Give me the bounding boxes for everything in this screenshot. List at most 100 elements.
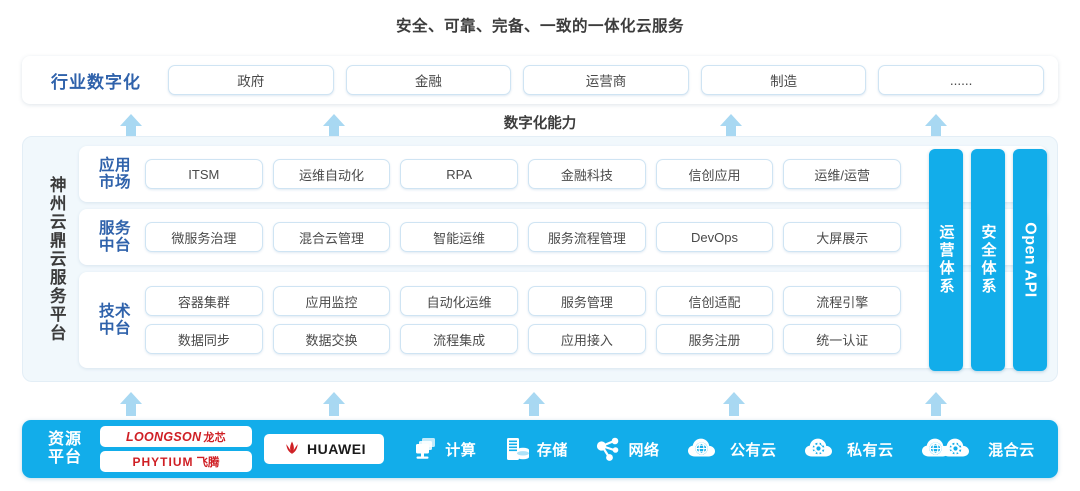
- chip-hybrid-cloud-mgmt[interactable]: 混合云管理: [272, 222, 391, 252]
- loongson-logo-cn: 龙芯: [203, 431, 226, 444]
- vtab-security-system-label: 安全体系: [979, 224, 997, 296]
- layer-service-midend-row: 微服务治理 混合云管理 智能运维 服务流程管理 DevOps 大屏展示: [145, 222, 902, 252]
- resource-items: 计算 存储: [384, 435, 1048, 463]
- chip-data-sync[interactable]: 数据同步: [145, 324, 263, 354]
- low-arrow-2: [321, 390, 347, 416]
- chip-aiops[interactable]: 智能运维: [400, 222, 519, 252]
- low-arrow-4: [721, 390, 747, 416]
- phytium-logo-main: PHYTIUM: [132, 454, 194, 469]
- layer-tech-midend-label: 技术 中台: [89, 303, 141, 338]
- chip-service-mgmt[interactable]: 服务管理: [528, 286, 646, 316]
- chip-itsm[interactable]: ITSM: [145, 159, 263, 189]
- resource-item-public-cloud[interactable]: 公有云: [686, 435, 777, 463]
- huawei-flower-icon: [286, 441, 298, 454]
- layer-tech-midend-row-2: 数据同步 数据交换 流程集成 应用接入 服务注册 统一认证: [145, 324, 902, 354]
- low-arrow-3: [521, 390, 547, 416]
- chip-service-process-mgmt[interactable]: 服务流程管理: [528, 222, 646, 252]
- chip-fintech[interactable]: 金融科技: [528, 159, 646, 189]
- layer-tech-midend-row-1: 容器集群 应用监控 自动化运维 服务管理 信创适配 流程引擎: [145, 286, 902, 316]
- chip-service-registry[interactable]: 服务注册: [655, 324, 774, 354]
- layer-tech-midend: 技术 中台 容器集群 应用监控 自动化运维 服务管理 信创适配 流程引擎 数据同…: [79, 272, 1047, 368]
- platform-side-label: 神州云鼎云服务平台: [47, 175, 66, 343]
- vertical-tabs: 运营体系 安全体系 Open API: [915, 149, 1047, 371]
- chip-container-cluster[interactable]: 容器集群: [145, 286, 263, 316]
- capability-caption: 数字化能力: [503, 116, 577, 132]
- resource-bar-label-line2: 平台: [47, 449, 82, 466]
- industry-row-label: 行业数字化: [51, 72, 141, 92]
- compute-icon: [416, 438, 436, 459]
- public-cloud-icon: [688, 438, 716, 457]
- low-arrow-5: [923, 390, 949, 416]
- chip-ops-operations[interactable]: 运维/运营: [783, 159, 902, 189]
- vtab-operations-system-label: 运营体系: [937, 224, 955, 296]
- up-arrow-3: [718, 112, 744, 138]
- chip-xinchuang-app[interactable]: 信创应用: [655, 159, 774, 189]
- chip-devops[interactable]: DevOps: [655, 222, 774, 252]
- resource-item-storage[interactable]: 存储: [503, 435, 568, 463]
- hybrid-cloud-icon: [922, 438, 970, 457]
- chip-big-screen-display[interactable]: 大屏展示: [783, 222, 902, 252]
- resource-item-hybrid-cloud[interactable]: 混合云: [920, 435, 1035, 463]
- layer-service-midend-label-line1: 服务: [98, 219, 131, 237]
- layer-tech-midend-grid: 容器集群 应用监控 自动化运维 服务管理 信创适配 流程引擎 数据同步 数据交换…: [141, 286, 902, 354]
- resource-item-hybrid-cloud-label: 混合云: [988, 441, 1035, 459]
- industry-row: 行业数字化 政府 金融 运营商 制造 ......: [22, 56, 1058, 104]
- layer-app-market: 应用 市场 ITSM 运维自动化 RPA 金融科技 信创应用 运维/运营: [79, 146, 1047, 202]
- resource-item-network[interactable]: 网络: [594, 435, 659, 463]
- chip-microservice-governance[interactable]: 微服务治理: [145, 222, 263, 252]
- phytium-logo-cn: 飞腾: [196, 456, 220, 469]
- chip-ops-automation[interactable]: 运维自动化: [272, 159, 391, 189]
- storage-icon: [506, 438, 529, 460]
- resource-item-private-cloud[interactable]: 私有云: [803, 435, 894, 463]
- resource-item-private-cloud-label: 私有云: [847, 441, 894, 459]
- platform-side-label-wrap: 神州云鼎云服务平台: [33, 146, 79, 372]
- layer-app-market-label: 应用 市场: [89, 157, 141, 192]
- chip-rpa[interactable]: RPA: [400, 159, 519, 189]
- layer-tech-midend-label-line1: 技术: [98, 302, 131, 320]
- chip-unified-auth[interactable]: 统一认证: [783, 324, 902, 354]
- chip-process-engine[interactable]: 流程引擎: [783, 286, 902, 316]
- resource-item-network-label: 网络: [628, 441, 660, 459]
- resource-item-storage-label: 存储: [536, 441, 568, 459]
- chip-app-access[interactable]: 应用接入: [528, 324, 646, 354]
- vtab-security-system[interactable]: 安全体系: [971, 149, 1005, 371]
- industry-item-manufacturing[interactable]: 制造: [700, 65, 867, 95]
- industry-item-finance[interactable]: 金融: [345, 65, 512, 95]
- huawei-logo-text: HUAWEI: [307, 441, 366, 457]
- loongson-logo-main: LOONGSON: [126, 429, 202, 444]
- industry-item-government[interactable]: 政府: [168, 65, 334, 95]
- layer-service-midend-label: 服务 中台: [89, 220, 141, 255]
- resource-item-compute[interactable]: 计算: [411, 435, 476, 463]
- resource-item-public-cloud-label: 公有云: [730, 441, 777, 459]
- chip-xinchuang-adaptation[interactable]: 信创适配: [655, 286, 774, 316]
- layer-app-market-grid: ITSM 运维自动化 RPA 金融科技 信创应用 运维/运营: [141, 159, 902, 189]
- industry-item-telecom[interactable]: 运营商: [523, 65, 689, 95]
- layer-app-market-label-line2: 市场: [98, 174, 131, 191]
- vtab-operations-system[interactable]: 运营体系: [929, 149, 963, 371]
- resource-bar-label: 资源 平台: [32, 431, 98, 468]
- layer-service-midend: 服务 中台 微服务治理 混合云管理 智能运维 服务流程管理 DevOps 大屏展…: [79, 209, 1047, 265]
- industry-item-more[interactable]: ......: [878, 65, 1044, 95]
- low-arrow-1: [118, 390, 144, 416]
- layer-service-midend-grid: 微服务治理 混合云管理 智能运维 服务流程管理 DevOps 大屏展示: [141, 222, 902, 252]
- platform-panel: 神州云鼎云服务平台 应用 市场 ITSM 运维自动化 RPA 金融科技 信创应用…: [22, 136, 1058, 382]
- page-title: 安全、可靠、完备、一致的一体化云服务: [395, 18, 684, 35]
- up-arrow-2: [321, 112, 347, 138]
- resource-item-compute-label: 计算: [445, 441, 477, 459]
- platform-body: 应用 市场 ITSM 运维自动化 RPA 金融科技 信创应用 运维/运营: [79, 146, 1047, 372]
- private-cloud-icon: [805, 438, 833, 457]
- layer-tech-midend-label-line2: 中台: [98, 320, 131, 337]
- vtab-open-api[interactable]: Open API: [1013, 149, 1047, 371]
- chip-data-exchange[interactable]: 数据交换: [272, 324, 391, 354]
- chip-app-monitoring[interactable]: 应用监控: [272, 286, 391, 316]
- network-icon: [597, 437, 619, 461]
- huawei-logo: HUAWEI: [264, 434, 384, 464]
- chip-process-integration[interactable]: 流程集成: [400, 324, 519, 354]
- chip-automated-ops[interactable]: 自动化运维: [400, 286, 519, 316]
